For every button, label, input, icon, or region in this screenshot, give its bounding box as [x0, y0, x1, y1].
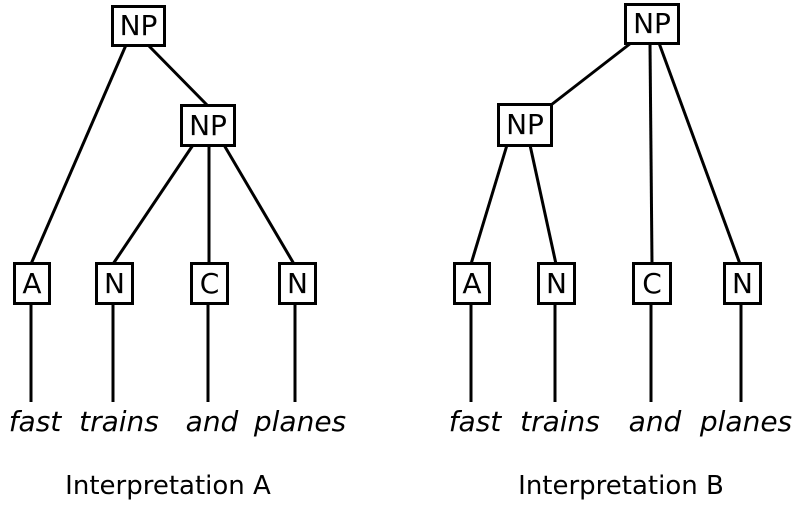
tree-b-word-and: and [628, 405, 682, 438]
tree-a-root-node: NP [111, 5, 166, 47]
tree-b-leaf-n2-label: N [732, 266, 753, 300]
tree-a-leaf-a-label: A [22, 266, 42, 300]
tree-b-caption: Interpretation B [518, 471, 724, 501]
tree-b-leaf-a-node: A [453, 262, 491, 305]
tree-a-leaf-n2-label: N [287, 266, 308, 300]
tree-a-inner-np-label: NP [189, 108, 227, 142]
tree-b-leaf-n1-node: N [537, 262, 576, 305]
tree-b-leaf-c-node: C [632, 262, 672, 305]
tree-b-leaf-n2-node: N [723, 262, 762, 305]
edge-a-root-to-leaf-a [29, 44, 128, 265]
tree-a-leaf-n1-label: N [104, 266, 125, 300]
tree-a-word-trains: trains [79, 405, 159, 438]
edge-b-root-to-leaf-n2 [657, 42, 742, 265]
edge-b-inner-to-leaf-a [469, 144, 509, 265]
edge-b-inner-to-leaf-n1 [528, 144, 558, 265]
tree-a-word-planes: planes [253, 405, 347, 438]
tree-b-root-node: NP [624, 3, 680, 45]
tree-a-root-label: NP [119, 9, 158, 42]
tree-a-word-fast: fast [8, 405, 62, 438]
tree-a-word-and: and [185, 405, 239, 438]
tree-b-leaf-c-label: C [642, 266, 662, 300]
tree-b-leaf-a-label: A [462, 266, 482, 300]
tree-b-word-fast: fast [448, 405, 502, 438]
edge-a-inner-to-leaf-n2 [222, 144, 296, 265]
tree-b-inner-np-node: NP [497, 103, 553, 147]
tree-b-leaf-n1-label: N [546, 266, 567, 300]
tree-a-leaf-n2-node: N [278, 262, 317, 305]
tree-a-caption: Interpretation A [65, 471, 271, 501]
tree-a-leaf-c-label: C [199, 266, 220, 300]
edge-b-root-to-inner-np [550, 41, 632, 107]
tree-a-leaf-a-node: A [13, 262, 51, 305]
edge-a-inner-to-leaf-n1 [111, 144, 195, 265]
edge-a-root-to-inner-np [146, 43, 210, 108]
tree-b-word-trains: trains [520, 405, 600, 438]
tree-b-inner-np-label: NP [506, 108, 544, 141]
tree-a-leaf-c-node: C [190, 262, 229, 305]
tree-b-root-label: NP [633, 7, 671, 40]
tree-a-inner-np-node: NP [180, 104, 236, 147]
tree-a-leaf-n1-node: N [95, 262, 134, 305]
edge-b-root-to-leaf-c [648, 42, 654, 265]
tree-b-word-planes: planes [699, 405, 793, 438]
